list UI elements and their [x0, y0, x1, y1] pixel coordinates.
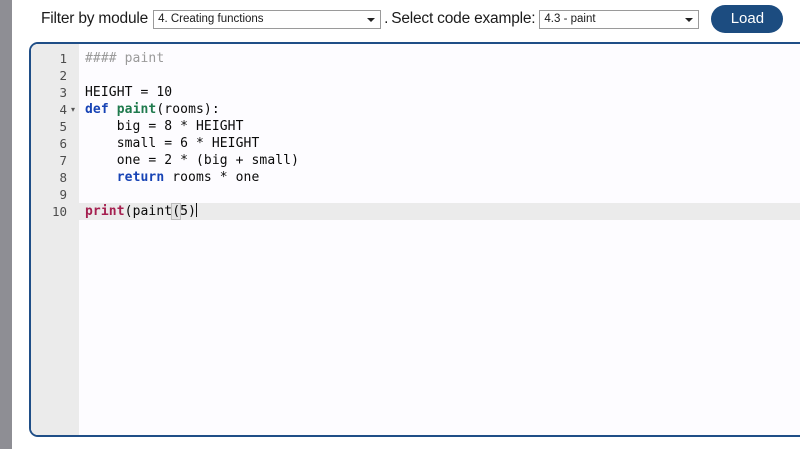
example-select[interactable]: 4.3 - paint [539, 9, 700, 29]
line-content: def paint(rooms): [85, 102, 220, 117]
example-select-value: 4.3 - paint [544, 12, 596, 25]
toolbar-separator: . [384, 10, 389, 27]
line-number: 6 [59, 136, 67, 151]
filter-by-module-label: Filter by module [41, 10, 149, 27]
line-number: 3 [59, 85, 67, 100]
line-number: 5 [59, 119, 67, 134]
line-number: 8 [59, 170, 67, 185]
code-line[interactable]: 7 one = 2 * (big + small) [31, 152, 800, 169]
code-line[interactable]: 8 return rooms * one [31, 169, 800, 186]
page-body: Filter by module 4. Creating functions .… [12, 0, 800, 449]
line-content: #### paint [85, 51, 165, 66]
module-select-value: 4. Creating functions [158, 12, 264, 25]
chevron-down-icon [367, 17, 376, 22]
line-number: 2 [59, 68, 67, 83]
code-canvas[interactable] [79, 44, 800, 435]
line-content: print(paint(5) [85, 203, 197, 220]
code-line[interactable]: 9 [31, 186, 800, 203]
select-code-example-label: Select code example: [391, 10, 536, 27]
module-select[interactable]: 4. Creating functions [153, 9, 382, 29]
line-number-gutter [31, 44, 79, 435]
line-number: 4 [59, 102, 67, 117]
code-line[interactable]: 4 ▾ def paint(rooms): [31, 101, 800, 118]
code-line[interactable]: 5 big = 8 * HEIGHT [31, 118, 800, 135]
load-button[interactable]: Load [711, 5, 784, 33]
matching-bracket-highlight: ( [171, 203, 182, 220]
line-number: 1 [59, 51, 67, 66]
line-content: HEIGHT = 10 [85, 85, 173, 100]
chevron-down-icon [685, 17, 694, 22]
code-line[interactable]: 6 small = 6 * HEIGHT [31, 135, 800, 152]
code-lines: 1 #### paint 2 3 HEIGHT = 10 4 ▾ def pai… [31, 50, 800, 220]
active-line-highlight [31, 203, 800, 220]
code-editor[interactable]: 1 #### paint 2 3 HEIGHT = 10 4 ▾ def pai… [29, 42, 800, 437]
line-content: one = 2 * (big + small) [85, 153, 300, 168]
code-line-active[interactable]: 10 print(paint(5) [31, 203, 800, 220]
line-number: 10 [51, 204, 67, 219]
page-left-edge [0, 0, 12, 449]
line-content: small = 6 * HEIGHT [85, 136, 260, 151]
code-editor-inner: 1 #### paint 2 3 HEIGHT = 10 4 ▾ def pai… [31, 44, 800, 435]
toolbar: Filter by module 4. Creating functions .… [12, 0, 800, 38]
line-number: 9 [59, 187, 67, 202]
line-content: big = 8 * HEIGHT [85, 119, 244, 134]
line-content: return rooms * one [116, 170, 260, 185]
code-line[interactable]: 1 #### paint [31, 50, 800, 67]
code-line[interactable]: 2 [31, 67, 800, 84]
text-cursor [196, 203, 197, 217]
line-number: 7 [59, 153, 67, 168]
code-line[interactable]: 3 HEIGHT = 10 [31, 84, 800, 101]
triangle-down-icon[interactable]: ▾ [70, 105, 75, 114]
